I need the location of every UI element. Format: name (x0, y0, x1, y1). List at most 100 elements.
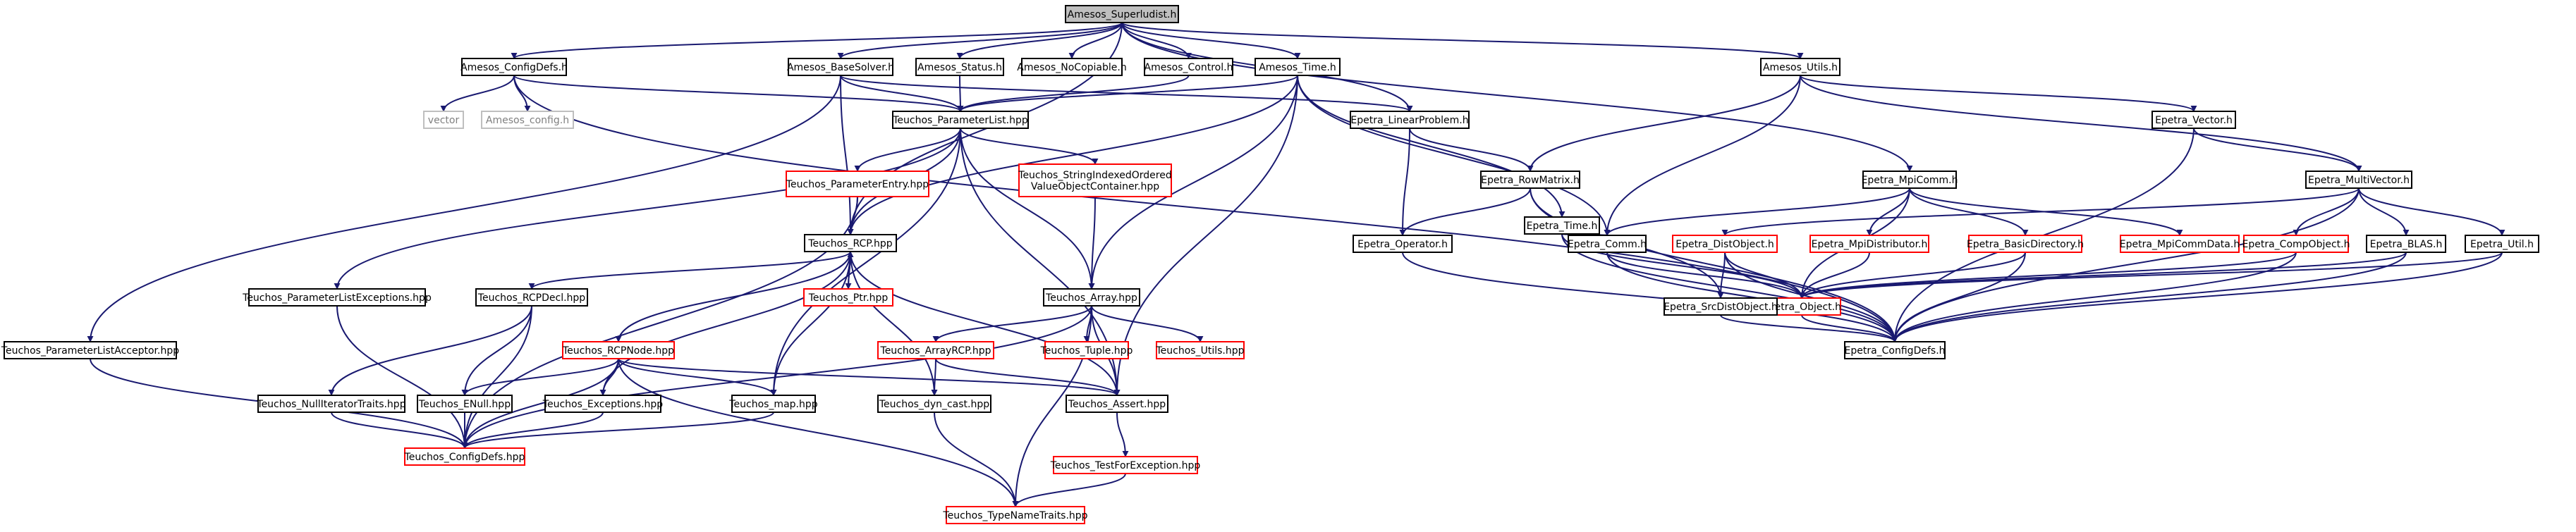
edge-teuchos_testforexception-to-teuchos_typenametraits (1012, 473, 1126, 507)
node-box (877, 341, 994, 359)
edge-amesos_superludist-to-amesos_configdefs (511, 22, 1123, 59)
node-teuchos-rcp[interactable]: Teuchos_RCP.hpp (804, 234, 897, 252)
node-label: Teuchos_Assert.hpp (1068, 399, 1166, 410)
node-teuchos-assert[interactable]: Teuchos_Assert.hpp (1066, 395, 1168, 413)
node-epetra-comm[interactable]: Epetra_Comm.h (1568, 235, 1647, 253)
node-teuchos-enull[interactable]: Teuchos_ENull.hpp (417, 395, 513, 413)
node-amesos-control[interactable]: Amesos_Control.h (1144, 58, 1233, 76)
node-label: Teuchos_RCPNode.hpp (562, 345, 674, 357)
node-teuchos-stringindexed[interactable]: Teuchos_StringIndexedOrderedValueObjectC… (1018, 163, 1172, 197)
edge-teuchos_arrayrcp-to-teuchos_assert (935, 358, 1121, 396)
node-teuchos-configdefs[interactable]: Teuchos_ConfigDefs.hpp (404, 447, 525, 466)
node-epetra-util[interactable]: Epetra_Util.h (2465, 235, 2539, 253)
node-epetra-time[interactable]: Epetra_Time.h (1524, 216, 1600, 235)
node-vector[interactable]: vector (423, 111, 464, 129)
node-epetra-linearproblem[interactable]: Epetra_LinearProblem.h (1350, 111, 1470, 129)
edge-teuchos_parameterlist-to-teuchos_parameterlistexceptions (334, 128, 961, 290)
node-teuchos-parameterlistexceptions[interactable]: Teuchos_ParameterListExceptions.hpp (242, 288, 432, 307)
node-label: Epetra_Time.h (1527, 221, 1598, 232)
node-teuchos-testforexception[interactable]: Teuchos_TestForException.hpp (1050, 456, 1201, 474)
node-epetra-blas[interactable]: Epetra_BLAS.h (2366, 235, 2446, 253)
edge-teuchos_stringindexed-to-teuchos_array (1088, 196, 1096, 290)
edge-epetra_rowmatrix-to-epetra_operator (1399, 187, 1531, 236)
edge-epetra_basicdirectory-to-epetra_configdefs (1891, 252, 2026, 342)
node-epetra-srcdistobject[interactable]: Epetra_SrcDistObject.h (1664, 297, 1778, 316)
node-teuchos-array[interactable]: Teuchos_Array.hpp (1043, 288, 1140, 307)
node-label: Teuchos_TypeNameTraits.hpp (942, 510, 1087, 521)
node-box (1664, 297, 1778, 316)
node-box (248, 288, 426, 307)
node-box (1844, 341, 1946, 359)
edge-epetra_vector-to-epetra_multivector (2193, 128, 2362, 172)
node-epetra-distobject[interactable]: Epetra_DistObject.h (1672, 235, 1778, 253)
node-teuchos-nulliteratortraits[interactable]: Teuchos_NullIteratorTraits.hpp (256, 395, 406, 413)
edge-epetra_operator-to-epetra_configdefs (1402, 252, 1898, 342)
node-box (2366, 235, 2446, 253)
node-epetra-multivector[interactable]: Epetra_MultiVector.h (2305, 171, 2412, 189)
node-epetra-mpidistributor[interactable]: Epetra_MpiDistributor.h (1809, 235, 1929, 253)
node-teuchos-parameterlist[interactable]: Teuchos_ParameterList.hpp (892, 111, 1029, 129)
node-amesos-time[interactable]: Amesos_Time.h (1255, 58, 1341, 76)
edge-layer (87, 22, 2505, 507)
node-label: vector (428, 115, 460, 126)
edge-amesos_superludist-to-amesos_basesolver (837, 22, 1123, 59)
node-teuchos-exceptions[interactable]: Teuchos_Exceptions.hpp (542, 395, 663, 413)
node-label: Teuchos_ParameterListExceptions.hpp (242, 292, 432, 304)
edge-teuchos_array-to-teuchos_arrayrcp (932, 305, 1092, 342)
node-box (786, 171, 929, 197)
node-teuchos-utils[interactable]: Teuchos_Utils.hpp (1156, 341, 1245, 359)
node-amesos-nocopiable[interactable]: Amesos_NoCopiable.h (1017, 58, 1127, 76)
edge-epetra_comm-to-epetra_object (1606, 252, 1805, 299)
node-teuchos-tuple[interactable]: Teuchos_Tuple.hpp (1040, 341, 1133, 359)
node-amesos-config[interactable]: Amesos_config.h (481, 111, 574, 129)
edge-teuchos_rcp-to-teuchos_assert (850, 251, 1121, 396)
node-teuchos-arrayrcp[interactable]: Teuchos_ArrayRCP.hpp (877, 341, 994, 359)
edge-teuchos_rcpdecl-to-teuchos_nulliteratortraits (328, 305, 532, 396)
node-box (1480, 171, 1580, 189)
node-box (417, 395, 513, 413)
node-box (2151, 111, 2236, 129)
node-epetra-vector[interactable]: Epetra_Vector.h (2151, 111, 2236, 129)
edge-teuchos_rcpnode-to-teuchos_map (618, 358, 777, 396)
edge-amesos_configdefs-to-epetra_configdefs (513, 75, 1898, 342)
edge-epetra_multivector-to-epetra_compobject (2293, 187, 2360, 236)
edge-epetra_srcdistobject-to-epetra_configdefs (1720, 314, 1898, 342)
node-teuchos-map[interactable]: Teuchos_map.hpp (728, 395, 818, 413)
edge-teuchos_assert-to-teuchos_testforexception (1116, 412, 1129, 457)
node-amesos-configdefs[interactable]: Amesos_ConfigDefs.h (460, 58, 568, 76)
node-epetra-basicdirectory[interactable]: Epetra_BasicDirectory.h (1967, 235, 2084, 253)
node-amesos-superludist[interactable]: Amesos_Superludist.h (1065, 5, 1179, 23)
node-teuchos-rcpdecl[interactable]: Teuchos_RCPDecl.hpp (475, 288, 588, 307)
edge-epetra_mpicomm-to-epetra_mpidistributor (1866, 187, 1910, 236)
node-epetra-operator[interactable]: Epetra_Operator.h (1353, 235, 1453, 253)
node-epetra-configdefs[interactable]: Epetra_ConfigDefs.h (1844, 341, 1946, 359)
node-label: Teuchos_Utils.hpp (1156, 345, 1245, 357)
node-label: Amesos_BaseSolver.h (787, 62, 894, 73)
edge-amesos_basesolver-to-teuchos_rcp (840, 75, 854, 235)
node-epetra-mpicommdata[interactable]: Epetra_MpiCommData.h (2120, 235, 2240, 253)
node-epetra-mpicomm[interactable]: Epetra_MpiComm.h (1862, 171, 1958, 189)
node-teuchos-rcpnode[interactable]: Teuchos_RCPNode.hpp (562, 341, 675, 359)
node-teuchos-typenametraits[interactable]: Teuchos_TypeNameTraits.hpp (942, 506, 1088, 524)
node-box (1862, 171, 1957, 189)
node-epetra-compobject[interactable]: Epetra_CompObject.h (2242, 235, 2350, 253)
node-teuchos-ptr[interactable]: Teuchos_Ptr.hpp (803, 288, 893, 307)
edge-epetra_util-to-epetra_object (1798, 252, 2503, 299)
node-label: Epetra_BLAS.h (2370, 239, 2443, 250)
node-label: Amesos_NoCopiable.h (1017, 62, 1126, 73)
node-box (2465, 235, 2539, 253)
node-teuchos-parameterentry[interactable]: Teuchos_ParameterEntry.hpp (786, 171, 929, 197)
node-box (731, 395, 816, 413)
node-amesos-basesolver[interactable]: Amesos_BaseSolver.h (787, 58, 894, 76)
edge-amesos_time-to-teuchos_rcp (847, 75, 1298, 235)
node-teuchos-dyn-cast[interactable]: Teuchos_dyn_cast.hpp (877, 395, 991, 413)
node-label: Teuchos_ArrayRCP.hpp (880, 345, 991, 357)
node-label-line-1: Teuchos_StringIndexedOrdered (1018, 170, 1171, 181)
node-amesos-utils[interactable]: Amesos_Utils.h (1760, 58, 1841, 76)
node-label: Teuchos_Array.hpp (1045, 292, 1137, 304)
node-epetra-rowmatrix[interactable]: Epetra_RowMatrix.h (1480, 171, 1580, 189)
node-box (1968, 235, 2082, 253)
edge-epetra_time-to-epetra_configdefs (1561, 233, 1898, 342)
node-amesos-status[interactable]: Amesos_Status.h (915, 58, 1004, 76)
node-teuchos-parameterlistacceptor[interactable]: Teuchos_ParameterListAcceptor.hpp (1, 341, 179, 359)
